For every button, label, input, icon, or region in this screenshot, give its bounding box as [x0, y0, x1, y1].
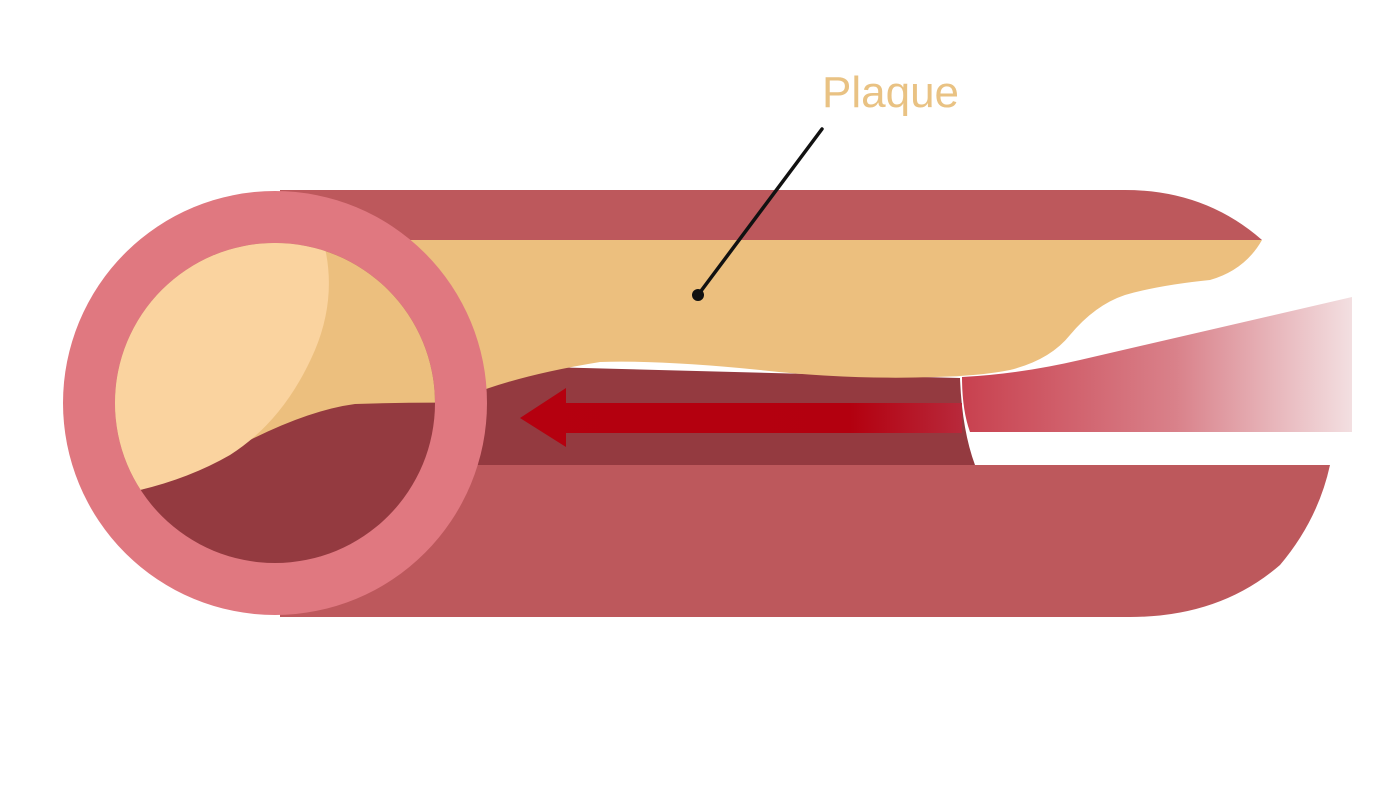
plaque-deposit: [280, 240, 1262, 406]
plaque-label: Plaque: [822, 68, 959, 117]
blood-flow-stream: [962, 297, 1352, 432]
artery-wall-lower: [280, 465, 1330, 617]
artery-wall-upper: [280, 190, 1262, 240]
plaque-leader-dot: [692, 289, 704, 301]
blood-flow-arrow: [520, 388, 962, 447]
cross-section-plaque-highlight: [115, 243, 329, 490]
plaque-leader-line: [696, 127, 824, 297]
